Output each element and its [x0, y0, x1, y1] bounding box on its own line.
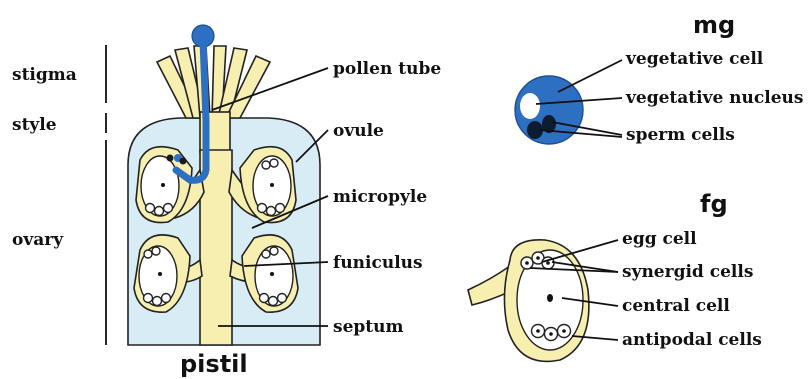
title-mg: mg	[693, 11, 735, 39]
label-sperm-cells: sperm cells	[626, 125, 735, 145]
label-vegetative-nucleus: vegetative nucleus	[625, 88, 803, 108]
label-antipodal-cells: antipodal cells	[622, 330, 762, 350]
title-fg: fg	[700, 190, 728, 218]
female-gametophyte	[468, 240, 589, 362]
label-funiculus: funiculus	[333, 253, 423, 273]
label-septum: septum	[333, 317, 403, 337]
label-central-cell: central cell	[622, 296, 730, 316]
label-vegetative-cell: vegetative cell	[625, 49, 764, 69]
label-ovary: ovary	[12, 230, 64, 250]
label-stigma: stigma	[12, 65, 77, 85]
label-micropyle: micropyle	[333, 187, 427, 207]
label-synergid-cells: synergid cells	[622, 262, 753, 282]
title-pistil: pistil	[180, 350, 248, 378]
pistil-drawing	[128, 25, 320, 345]
label-egg-cell: egg cell	[622, 229, 697, 249]
label-style: style	[12, 115, 57, 135]
label-pollen-tube: pollen tube	[333, 59, 441, 79]
label-ovule: ovule	[333, 121, 384, 141]
male-gametophyte	[515, 76, 583, 144]
stigma-lobes	[157, 46, 270, 118]
